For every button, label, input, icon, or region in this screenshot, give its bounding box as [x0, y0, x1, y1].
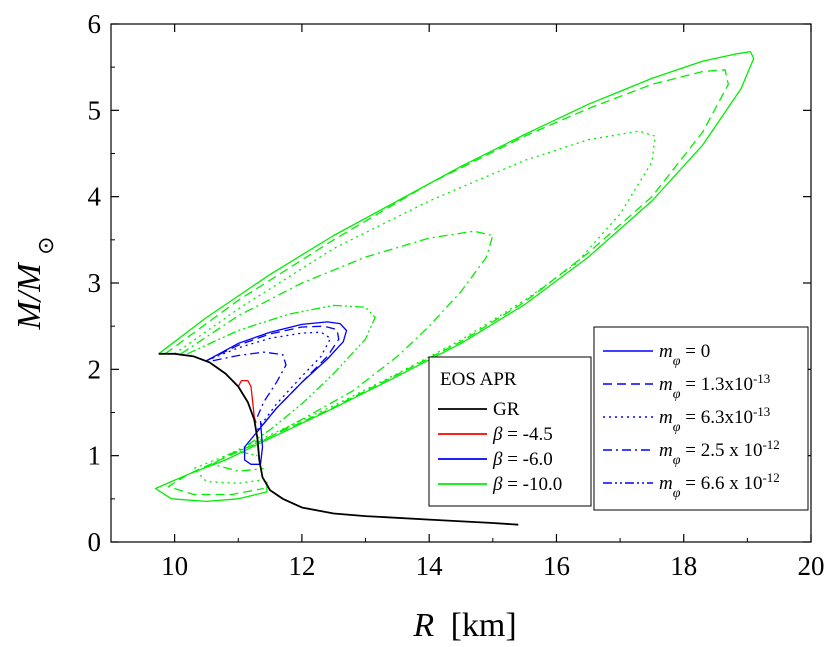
legend-label-var: β: [492, 424, 503, 445]
legend-label-var: m: [659, 407, 673, 428]
legend-right-label: mφ = 1.3x10-13: [659, 371, 770, 402]
x-tick-label: 16: [543, 551, 570, 581]
y-tick-label: 4: [88, 182, 102, 212]
y-axis-title: M/M ⊙: [11, 236, 58, 330]
legend-left: EOS APR GRβ = -4.5β = -6.0β = -10.0: [428, 356, 592, 507]
legend-label-sup: -12: [762, 437, 779, 452]
legend-label-value: = -10.0: [502, 474, 562, 495]
legend-label-var: m: [659, 473, 673, 494]
x-axis-var: R: [412, 607, 434, 644]
legend-right-label: mφ = 6.6 x 10-12: [659, 470, 780, 501]
legend-label-value: = 1.3x10: [680, 374, 752, 395]
legend-label-var: m: [659, 440, 673, 461]
series-line-beta-10.0-m6.6e-12: [187, 304, 376, 457]
x-tick-label: 14: [416, 551, 444, 581]
legend-left-label: β = -6.0: [492, 449, 553, 470]
legend-label-sup: -13: [753, 404, 770, 419]
legend-label-sub: φ: [673, 453, 681, 468]
y-axis-var: M/M: [11, 262, 48, 331]
legend-right-label: mφ = 2.5 x 10-12: [659, 437, 780, 468]
legend-label-sup: -13: [753, 371, 770, 386]
legend-label-value: = 2.5 x 10: [680, 440, 762, 461]
y-tick-label: 1: [88, 441, 102, 471]
legend-right-label: mφ = 6.3x10-13: [659, 404, 770, 435]
legend-label-var: β: [492, 449, 503, 470]
legend-left-box: [428, 356, 592, 507]
x-tick-label: 10: [161, 551, 188, 581]
y-tick-label: 5: [88, 95, 102, 125]
curves-layer: [154, 50, 755, 526]
legend-label-value: = 6.6 x 10: [680, 473, 762, 494]
series-line-beta-6.0-m2.5e-12: [212, 351, 287, 418]
legend-label-sub: φ: [673, 486, 681, 501]
series-line-beta-10.0-m6.3e-13: [174, 130, 656, 484]
legend-left-label: β = -4.5: [492, 424, 553, 445]
x-tick-label: 18: [670, 551, 697, 581]
legend-left-label: β = -10.0: [492, 474, 562, 495]
legend-label-value: = 0: [680, 341, 710, 362]
series-line-beta-6.0-m6.3e-13: [206, 331, 332, 431]
legend-right-label: mφ = 0: [659, 341, 710, 369]
series-line-beta-6.0-m0: [206, 321, 348, 465]
legend-label-sub: φ: [673, 387, 681, 402]
series-line-beta-4.5-m0: [237, 379, 257, 424]
legend-label-var: m: [659, 374, 673, 395]
x-tick-label: 12: [288, 551, 315, 581]
legend-left-title: EOS APR: [440, 369, 517, 390]
legend-right-box: [593, 326, 809, 511]
gr-curve: [158, 352, 519, 526]
legend-label-var: β: [492, 474, 503, 495]
y-tick-label: 0: [88, 527, 102, 557]
legend-label-value: = -6.0: [502, 449, 552, 470]
legend-label-var: m: [659, 341, 673, 362]
y-tick-label: 6: [88, 9, 102, 39]
legend-label-sub: φ: [673, 354, 681, 369]
legend-label-value: = -4.5: [502, 424, 552, 445]
legend-left-entries: GRβ = -4.5β = -6.0β = -10.0: [438, 399, 562, 495]
legend-label-text: GR: [493, 399, 520, 420]
legend-label-sup: -12: [762, 470, 779, 485]
legend-left-label: GR: [493, 399, 520, 420]
x-tick-label: 20: [798, 551, 825, 581]
series-line-beta-10.0-m0: [154, 50, 755, 503]
x-axis-unit: [km]: [451, 607, 517, 644]
y-tick-label: 3: [88, 268, 102, 298]
legend-label-sub: φ: [673, 420, 681, 435]
legend-label-value: = 6.3x10: [680, 407, 752, 428]
x-axis-title: R [km]: [412, 607, 516, 644]
y-axis-sub: ⊙: [33, 236, 58, 254]
y-tick-label: 2: [88, 354, 102, 384]
